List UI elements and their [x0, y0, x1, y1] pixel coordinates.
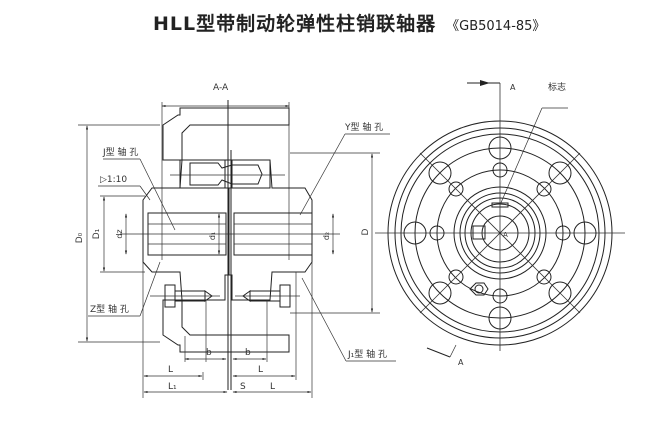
diagonal-centerline [419, 152, 581, 314]
left-hub [142, 159, 229, 301]
title-main: HLL型带制动轮弹性柱销联轴器 [153, 13, 437, 35]
bolt-left [150, 284, 220, 308]
brake-wheel-rim-top [162, 107, 290, 161]
d0-label: D₀ [75, 232, 85, 243]
hex-nut [469, 282, 489, 296]
L-left-label: L [168, 365, 173, 375]
dz-label: dz [115, 229, 124, 238]
z-bore-callout: Z型 轴 孔 [90, 303, 129, 315]
leader-line [139, 158, 176, 231]
leader-line [299, 133, 346, 216]
j-bore-callout: J型 轴 孔 [102, 146, 138, 158]
d1-label: D₁ [92, 228, 102, 239]
large-hole [403, 221, 427, 245]
keyway [472, 225, 486, 240]
L1-label: L₁ [168, 382, 177, 392]
section-view: A-A [75, 83, 396, 398]
section-arrowhead [480, 80, 490, 86]
large-hole [548, 161, 572, 185]
pin-hole [448, 269, 464, 285]
L-right-label: L [258, 365, 263, 375]
large-hole [548, 281, 572, 305]
drawing-title: HLL型带制动轮弹性柱销联轴器《GB5014-85》 [153, 9, 545, 36]
pin-hole [492, 162, 508, 178]
pin-hole [448, 181, 464, 197]
d1-bore-label: d₁ [208, 232, 217, 240]
marker-label: 标志 [548, 81, 566, 93]
center-label: A [503, 231, 508, 239]
D-label: D [361, 228, 371, 235]
pin-body [189, 162, 263, 186]
large-hole [573, 221, 597, 245]
pin-hole [536, 181, 552, 197]
marker-leader [499, 107, 543, 206]
bolt-right [235, 284, 300, 308]
pin-hole [492, 288, 508, 304]
S-label: S [240, 382, 246, 392]
standard-code: 《GB5014-85》 [446, 19, 546, 34]
large-hole [428, 161, 452, 185]
leader-line [301, 277, 347, 362]
pin-hole [555, 225, 571, 241]
hex-nut-bore [474, 284, 484, 294]
section-arrow-tail [449, 344, 457, 358]
large-hole [488, 306, 512, 330]
taper-callout: ▷1:10 [100, 175, 127, 185]
section-mark-bottom: A [458, 358, 464, 367]
j1-bore-callout: J₁型 轴 孔 [347, 348, 387, 360]
leader-line [139, 185, 151, 201]
b-right-label: b [245, 348, 251, 358]
b-left-label: b [206, 348, 212, 358]
pin-hole [536, 269, 552, 285]
y-bore-callout: Y型 轴 孔 [344, 121, 383, 133]
elastic-pin-top [179, 159, 271, 189]
large-hole [428, 281, 452, 305]
section-label: A-A [213, 83, 229, 93]
right-hub [228, 159, 313, 301]
large-hole [488, 136, 512, 160]
L-far-label: L [270, 382, 275, 392]
section-arrow-bottom [426, 347, 451, 358]
d2-label: d₂ [322, 232, 331, 240]
pin-hole [429, 225, 445, 241]
brake-wheel-rim-bottom [162, 299, 290, 353]
section-mark-top: A [510, 83, 516, 92]
end-view: 标志 A A A [375, 80, 625, 367]
